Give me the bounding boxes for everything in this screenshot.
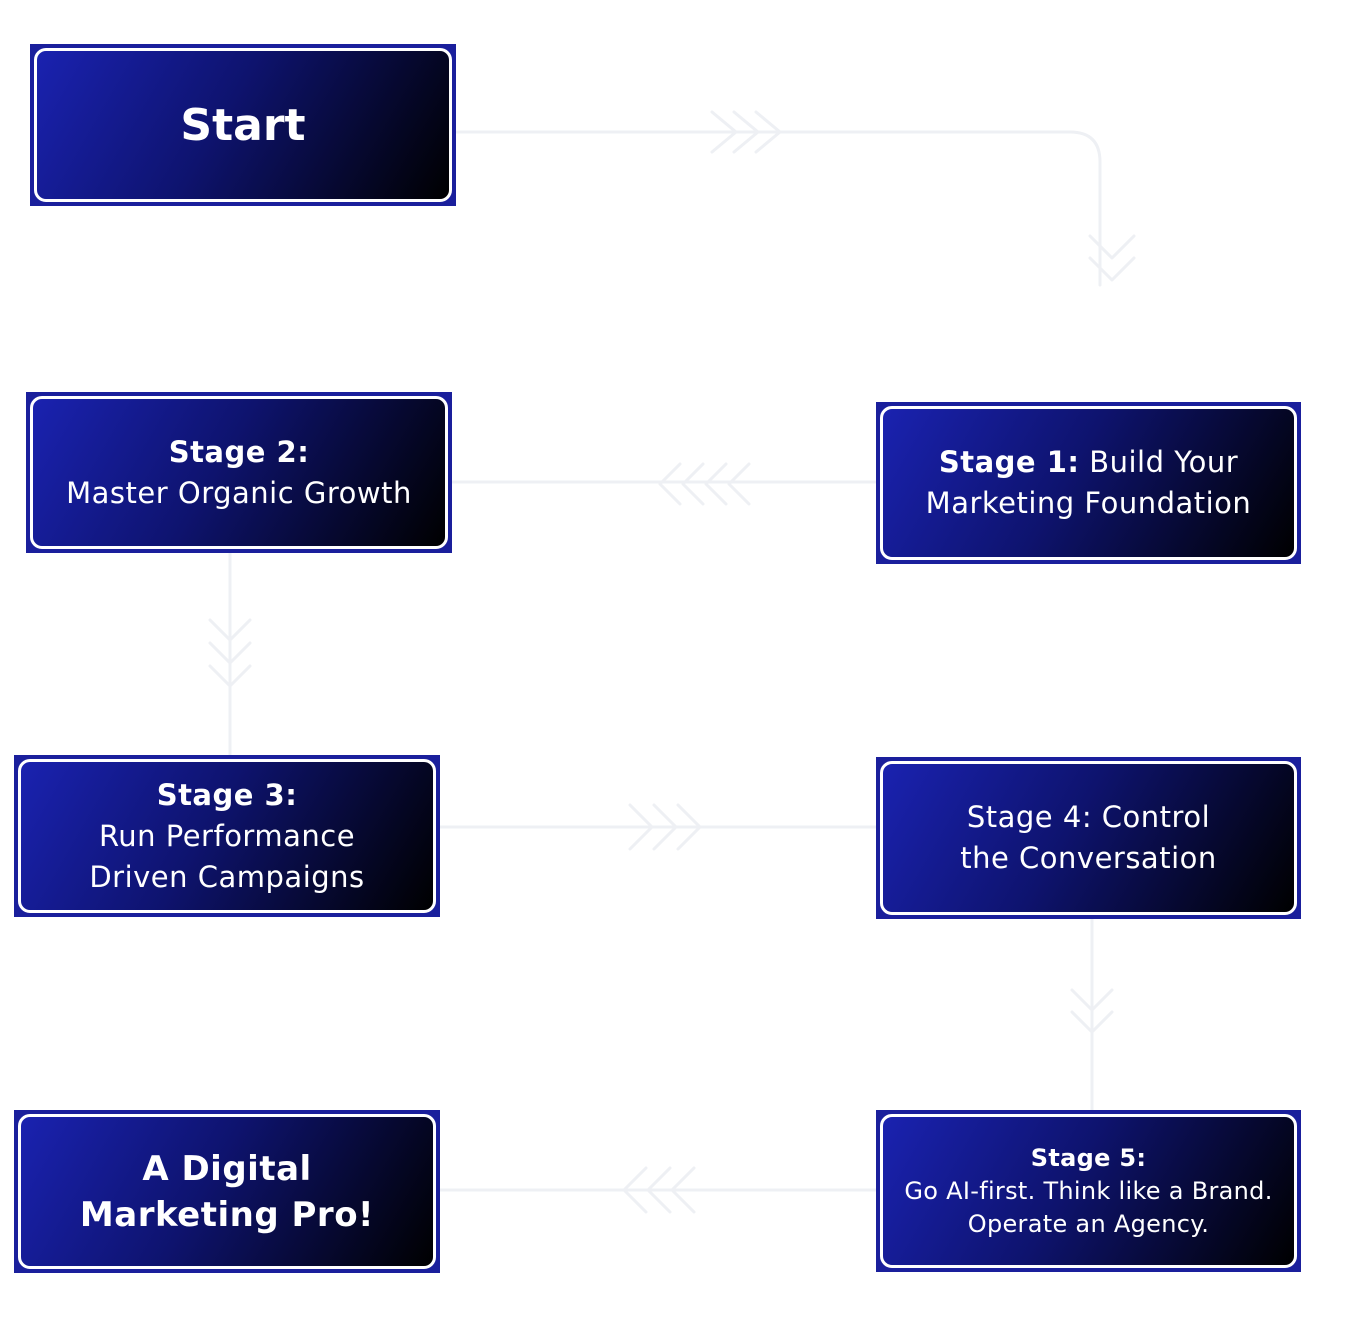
chevron-right-icon — [710, 110, 782, 154]
stage-3-node-body: Stage 3: Run Performance Driven Campaign… — [18, 759, 436, 913]
stage-2-text: Master Organic Growth — [66, 475, 412, 510]
start-label: Start — [180, 99, 306, 151]
digital-marketing-pro-node: A Digital Marketing Pro! — [14, 1110, 440, 1273]
stage-1-line-1: Stage 1: Build Your — [939, 442, 1238, 483]
chevron-down-icon — [208, 618, 252, 688]
chevron-left-icon — [658, 462, 751, 506]
pro-line-1: A Digital — [142, 1148, 312, 1189]
start-node: Start — [30, 44, 456, 206]
stage-1-node: Stage 1: Build Your Marketing Foundation — [876, 402, 1301, 564]
digital-marketing-pro-node-body: A Digital Marketing Pro! — [18, 1114, 436, 1269]
stage-4-line-2: the Conversation — [960, 841, 1217, 875]
stage-5-line-2: Go AI-first. Think like a Brand. — [904, 1176, 1273, 1205]
stage-3-line-3: Driven Campaigns — [89, 859, 365, 894]
stage-4-node-body: Stage 4: Control the Conversation — [880, 761, 1297, 915]
connector-start-to-stage1 — [453, 130, 1102, 287]
stage-5-node-body: Stage 5: Go AI-first. Think like a Brand… — [880, 1114, 1297, 1268]
stage-1-node-body: Stage 1: Build Your Marketing Foundation — [880, 406, 1297, 560]
pro-line-2: Marketing Pro! — [79, 1194, 375, 1235]
stage-2-title: Stage 2: — [168, 434, 310, 469]
stage-1-line-2: Marketing Foundation — [925, 486, 1252, 520]
chevron-down-icon — [1088, 234, 1136, 282]
stage-2-node-body: Stage 2: Master Organic Growth — [30, 396, 448, 549]
stage-1-title: Stage 1: — [938, 445, 1080, 479]
chevron-left-icon — [622, 1166, 696, 1214]
stage-5-title: Stage 5: — [1030, 1143, 1147, 1172]
stage-4-node: Stage 4: Control the Conversation — [876, 757, 1301, 919]
start-node-body: Start — [34, 48, 452, 202]
stage-5-line-3: Operate an Agency. — [967, 1209, 1210, 1238]
stage-1-text: Build Your — [1089, 445, 1239, 479]
stage-3-line-2: Run Performance — [98, 818, 356, 853]
chevron-down-icon — [1070, 988, 1114, 1034]
stage-4-line-1: Stage 4: Control — [966, 800, 1211, 834]
stage-3-node: Stage 3: Run Performance Driven Campaign… — [14, 755, 440, 917]
stage-2-node: Stage 2: Master Organic Growth — [26, 392, 452, 553]
stage-3-title: Stage 3: — [156, 777, 298, 812]
stage-5-node: Stage 5: Go AI-first. Think like a Brand… — [876, 1110, 1301, 1272]
chevron-right-icon — [628, 803, 702, 851]
